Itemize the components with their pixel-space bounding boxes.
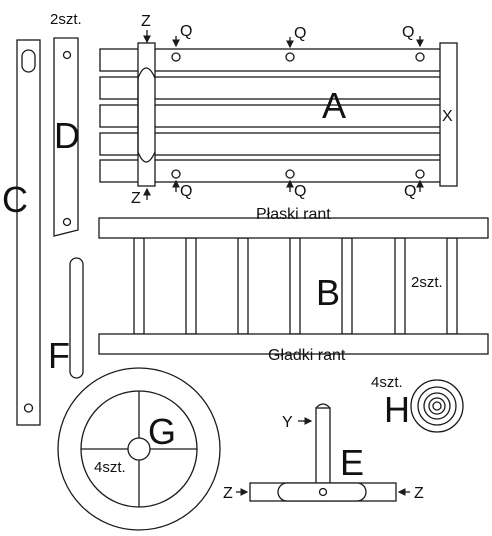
edge-smooth-label: Gładki rant — [268, 347, 346, 364]
marker-x: X — [442, 108, 453, 125]
part-g-wheel — [57, 367, 221, 531]
part-f-rod — [69, 257, 84, 379]
edge-flat-label: Płaski rant — [256, 206, 331, 223]
marker-q-bottom-1: Q — [180, 183, 192, 200]
marker-z-right: Z — [414, 485, 424, 502]
marker-y: Y — [282, 414, 293, 431]
marker-q-top-3: Q — [402, 24, 414, 41]
marker-z-top: Z — [141, 13, 151, 30]
marker-z-left: Z — [223, 485, 233, 502]
part-c-label: C — [2, 179, 28, 220]
part-f-label: F — [48, 335, 70, 376]
part-a-frame — [99, 42, 458, 187]
part-b-ladder — [98, 217, 489, 355]
marker-q-bottom-3: Q — [404, 183, 416, 200]
marker-q-top-2: Q — [294, 25, 306, 42]
part-h-qty: 4szt. — [371, 374, 403, 391]
part-d-qty: 2szt. — [50, 11, 82, 28]
part-h-rings — [410, 379, 464, 433]
part-g-qty: 4szt. — [94, 459, 126, 476]
marker-z-bottom: Z — [131, 190, 141, 207]
part-g-label: G — [148, 411, 176, 452]
part-e-tpiece — [249, 403, 397, 502]
part-d-plate — [53, 37, 79, 237]
part-a-label: A — [322, 85, 346, 126]
marker-q-bottom-2: Q — [294, 183, 306, 200]
part-e-label: E — [340, 442, 364, 483]
marker-q-top-1: Q — [180, 23, 192, 40]
part-h-label: H — [384, 389, 410, 430]
part-c-bar — [16, 39, 41, 426]
part-b-label: B — [316, 272, 340, 313]
part-b-qty: 2szt. — [411, 274, 443, 291]
part-d-label: D — [54, 115, 80, 156]
